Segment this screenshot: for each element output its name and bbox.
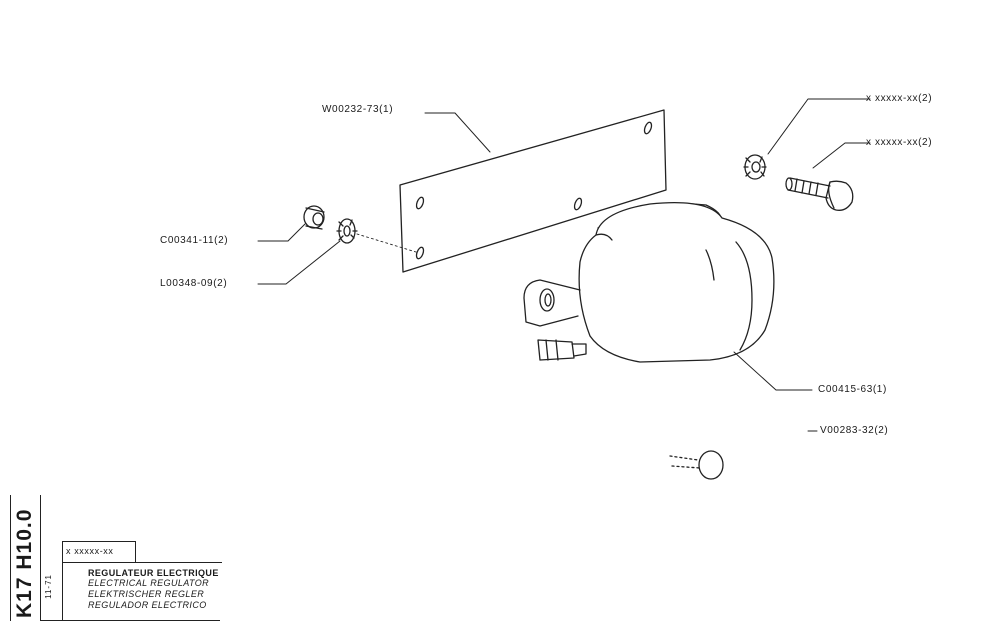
callout-regulator: C00415-63(1): [818, 384, 887, 395]
title-block-base-rule: [40, 620, 220, 621]
regulator-body: [523, 201, 775, 363]
title-fr: REGULATEUR ELECTRIQUE: [88, 568, 219, 578]
title-de: ELEKTRISCHER REGLER: [88, 589, 205, 599]
callout-nut: C00341-11(2): [160, 235, 229, 246]
title-block-code: K17 H10.0: [13, 508, 36, 618]
title-en: ELECTRICAL REGULATOR: [88, 578, 210, 588]
title-block-top-rule: [62, 562, 222, 563]
title-block-ref: x xxxxx-xx: [66, 546, 114, 556]
callout-washer-top: x xxxxx-xx(2): [866, 93, 933, 104]
title-block-code-box: [10, 495, 41, 621]
title-block-date-rule: [62, 541, 63, 621]
callout-lock-washer: L00348-09(2): [160, 278, 228, 289]
lock-washer: [336, 218, 358, 244]
nut: [303, 205, 325, 230]
callout-bolt: V00283-32(2): [820, 425, 889, 436]
callout-screw-top: x xxxxx-xx(2): [866, 137, 933, 148]
bolt-part: [669, 450, 724, 480]
title-es: REGULADOR ELECTRICO: [88, 600, 207, 610]
mounting-plate: [399, 109, 667, 273]
callout-plate: W00232-73(1): [322, 104, 394, 115]
leader-lines: [257, 98, 871, 432]
title-block-date: 11-71: [44, 574, 53, 599]
title-block-left-rule: [40, 495, 41, 621]
top-screw: [785, 177, 854, 211]
top-lock-washer: [743, 154, 767, 180]
